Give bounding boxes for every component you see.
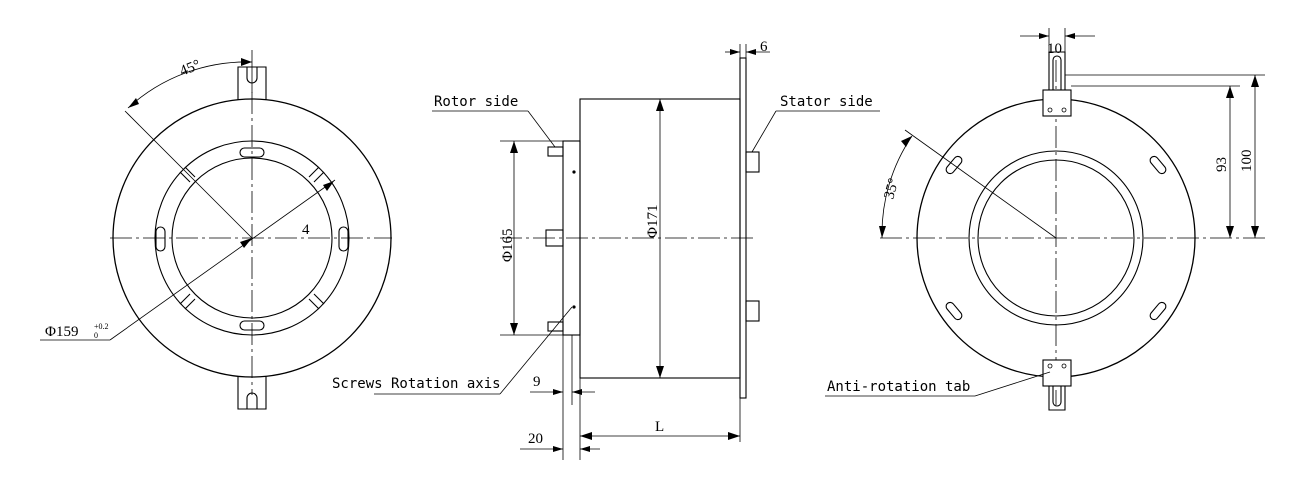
body-length-label: L <box>655 419 664 435</box>
stator-inner-ring <box>968 150 1144 326</box>
rotor-plate <box>154 140 350 336</box>
bore-diameter-dimension: Φ159 +0.2 0 4 <box>40 179 336 341</box>
stator-side-label: Stator side <box>780 94 873 110</box>
rotor-boss-center <box>545 229 564 247</box>
screws-rotation-axis-label: Screws Rotation axis <box>332 376 501 392</box>
rotor-length-label: 20 <box>528 431 543 447</box>
flange-thickness-label: 6 <box>760 39 768 55</box>
rotor-boss-bottom <box>547 321 564 332</box>
anti-rotation-tab-top <box>1042 51 1072 117</box>
bore <box>171 157 333 319</box>
rotor-diameter-dimension: Φ165 <box>500 140 563 336</box>
stator-boss-bottom <box>745 300 760 322</box>
outer-diameter-dimension: Φ171 <box>645 99 664 378</box>
hole-count-label: 4 <box>302 222 310 238</box>
bore-tolerance-upper: +0.2 <box>94 322 109 331</box>
screws-rotation-axis-callout: Screws Rotation axis <box>332 306 573 395</box>
outer-diameter-label: Φ171 <box>645 205 661 238</box>
bore-tolerance-lower: 0 <box>94 331 98 340</box>
slot-bottom <box>239 320 265 331</box>
screw-point-top <box>572 170 576 174</box>
bore-diameter-label: Φ159 <box>45 324 78 340</box>
anti-rotation-tab-bottom <box>1042 359 1072 411</box>
stator-boss-top <box>745 151 760 173</box>
rotor-side-label: Rotor side <box>434 94 518 110</box>
screw-point-bottom <box>572 305 576 309</box>
angle-45-label: 45° <box>178 57 203 80</box>
body-length-dimension: L <box>580 419 740 440</box>
angle-35-dimension: 35° <box>879 129 1057 239</box>
height-dimensions: 93 100 <box>1065 74 1265 238</box>
side-view: Φ165 Φ171 6 9 <box>332 39 880 460</box>
angle-35-label: 35° <box>881 177 902 201</box>
rotor-side-callout: Rotor side <box>432 94 556 148</box>
tab-width-label: 10 <box>1047 41 1062 57</box>
front-view-right: 10 35° 93 100 Anti-rotation ta <box>825 28 1265 411</box>
tab-width-dimension: 10 <box>1020 28 1095 57</box>
stator-flange <box>739 57 747 399</box>
stator-bore <box>977 159 1135 317</box>
diagonal-keys <box>179 166 325 310</box>
angle-45-dimension: 45° <box>124 50 253 239</box>
screw-offset-label: 9 <box>533 374 541 390</box>
outer-ring <box>112 98 392 378</box>
tab-top-block <box>1042 89 1072 117</box>
height-93-label: 93 <box>1214 157 1230 172</box>
slot-left <box>155 226 166 252</box>
height-100-label: 100 <box>1239 150 1255 173</box>
rotor-length-dimension: 20 <box>520 431 600 452</box>
mounting-tab-bottom <box>237 376 267 410</box>
anti-rotation-tab-callout: Anti-rotation tab <box>825 371 1051 397</box>
stator-side-callout: Stator side <box>751 94 880 153</box>
slot-top <box>239 147 265 158</box>
rotor-diameter-label: Φ165 <box>500 229 516 262</box>
front-view-left: 45° Φ159 +0.2 0 4 <box>40 50 392 410</box>
screw-offset-dimension: 9 <box>530 374 595 395</box>
flange-thickness-dimension: 6 <box>725 39 770 58</box>
slot-right <box>338 226 349 252</box>
rotor-boss-top <box>547 146 564 157</box>
anti-rotation-tab-label: Anti-rotation tab <box>827 379 970 395</box>
